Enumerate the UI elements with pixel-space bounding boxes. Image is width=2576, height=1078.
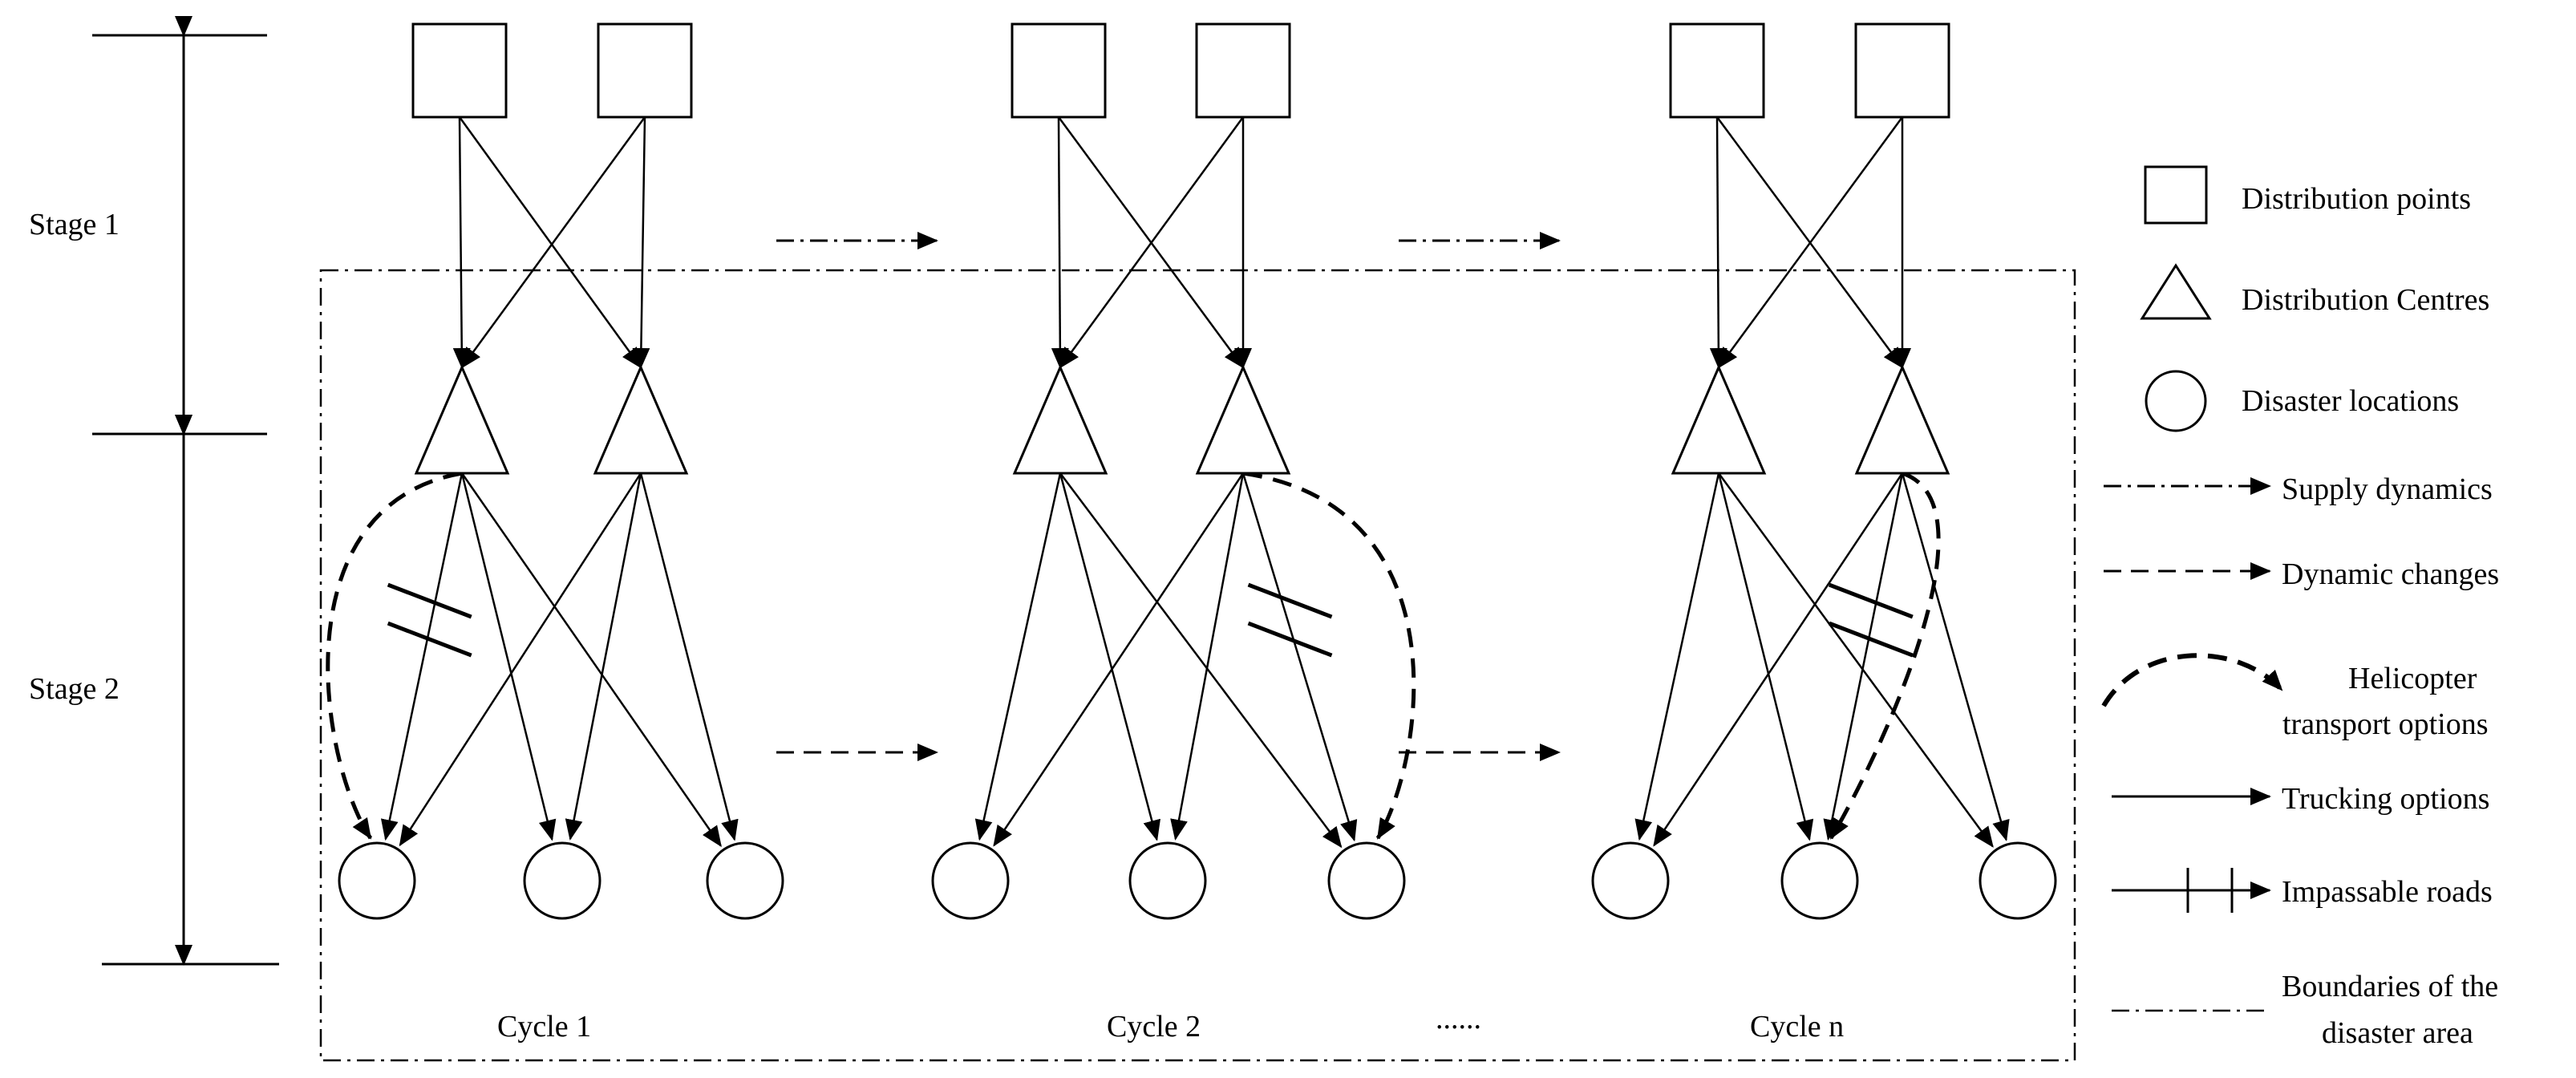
distribution-centre [1012,364,1108,475]
distribution-point [1854,22,1950,119]
disaster-location [931,841,1010,920]
trucking-route-arrow [1901,472,2010,841]
trucking-route-arrow [1059,472,1160,841]
trucking-route-arrow [1634,472,1720,841]
legend-helicopter-curve [2101,653,2284,707]
trucking-route-arrow [1241,472,1358,842]
trucking-route-arrow [460,116,646,369]
cycle-1-label: Cycle 1 [497,1010,591,1044]
trucking-route-arrow [1051,116,1069,369]
distribution-centre [593,364,689,475]
legend-dynamic-changes: Dynamic changes [2282,557,2499,591]
ellipsis: ...... [1436,1002,1481,1035]
impassable-road-mark [1828,621,1914,658]
legend-disaster-location-icon [2145,370,2207,432]
legend-helicopter-line1: Helicopter [2348,662,2477,695]
distribution-centre [1671,364,1767,475]
trucking-route-arrow [1059,116,1245,369]
impassable-road-mark [387,582,472,619]
legend-disaster-locations: Disaster locations [2242,384,2459,418]
stage-1-label: Stage 1 [29,208,119,241]
helicopter-route-arrow [1242,471,1416,840]
trucking-route-arrow [399,472,642,847]
distribution-centre [1854,364,1950,475]
legend-distribution-centres: Distribution Centres [2242,283,2489,317]
trucking-route-arrow [1709,116,1727,369]
stage-2-label: Stage 2 [29,672,119,706]
trucking-route-arrow [380,472,464,841]
legend-boundaries-line1: Boundaries of the [2282,970,2498,1003]
trucking-route-arrow [993,472,1245,847]
trucking-route-arrow [1170,472,1245,841]
distribution-point [411,22,508,119]
impassable-road-mark [387,621,472,658]
trucking-route-arrow [1823,472,1904,841]
trucking-route-arrow [1059,472,1343,849]
helicopter-route-arrow [1829,471,1941,840]
legend-distribution-point-icon [2144,165,2208,225]
distribution-point [1669,22,1765,119]
legend-trucking-options: Trucking options [2282,782,2489,816]
distribution-centre [414,364,510,475]
disaster-location [706,841,784,920]
impassable-road-mark [1247,621,1333,658]
trucking-route-arrow [460,472,557,841]
trucking-route-arrow [632,116,650,369]
disaster-location [523,841,601,920]
legend: Distribution points Distribution Centres… [2101,165,2499,1050]
distribution-point [1195,22,1291,119]
trucking-route-arrow [452,116,471,369]
stage-scale: Stage 1 Stage 2 [29,16,279,966]
disaster-location [1780,841,1859,920]
trucking-route-arrow [1717,472,1814,841]
legend-boundaries-line2: disaster area [2322,1016,2473,1050]
distribution-point [1011,22,1107,119]
disaster-location [1979,841,2057,920]
disaster-location [1327,841,1406,920]
legend-impassable-roads: Impassable roads [2282,875,2493,909]
impassable-road-mark [1247,582,1333,619]
legend-distribution-points: Distribution points [2242,182,2471,216]
trucking-route-arrow [460,472,722,848]
disaster-location [1591,841,1670,920]
legend-distribution-centre-icon [2140,263,2212,320]
disaster-location [1128,841,1207,920]
disaster-location [338,841,416,920]
trucking-route-arrow [565,472,642,841]
trucking-route-arrow [974,472,1062,841]
helicopter-route-arrow [326,471,463,840]
cycle-networks [326,22,2057,920]
legend-supply-dynamics: Supply dynamics [2282,472,2493,506]
trucking-route-arrow [639,472,739,841]
legend-helicopter-line2: transport options [2282,707,2488,741]
impassable-road-mark [1828,582,1914,619]
cycle-2-label: Cycle 2 [1107,1010,1201,1044]
distribution-centre [1195,364,1291,475]
disaster-area-boundary [319,269,2076,1062]
distribution-point [597,22,693,119]
trucking-route-arrow [1717,116,1904,369]
trucking-route-arrow [1717,472,1994,848]
trucking-route-arrow [1653,472,1904,847]
cycle-n-label: Cycle n [1750,1010,1844,1044]
trucking-route-arrow [458,116,642,369]
